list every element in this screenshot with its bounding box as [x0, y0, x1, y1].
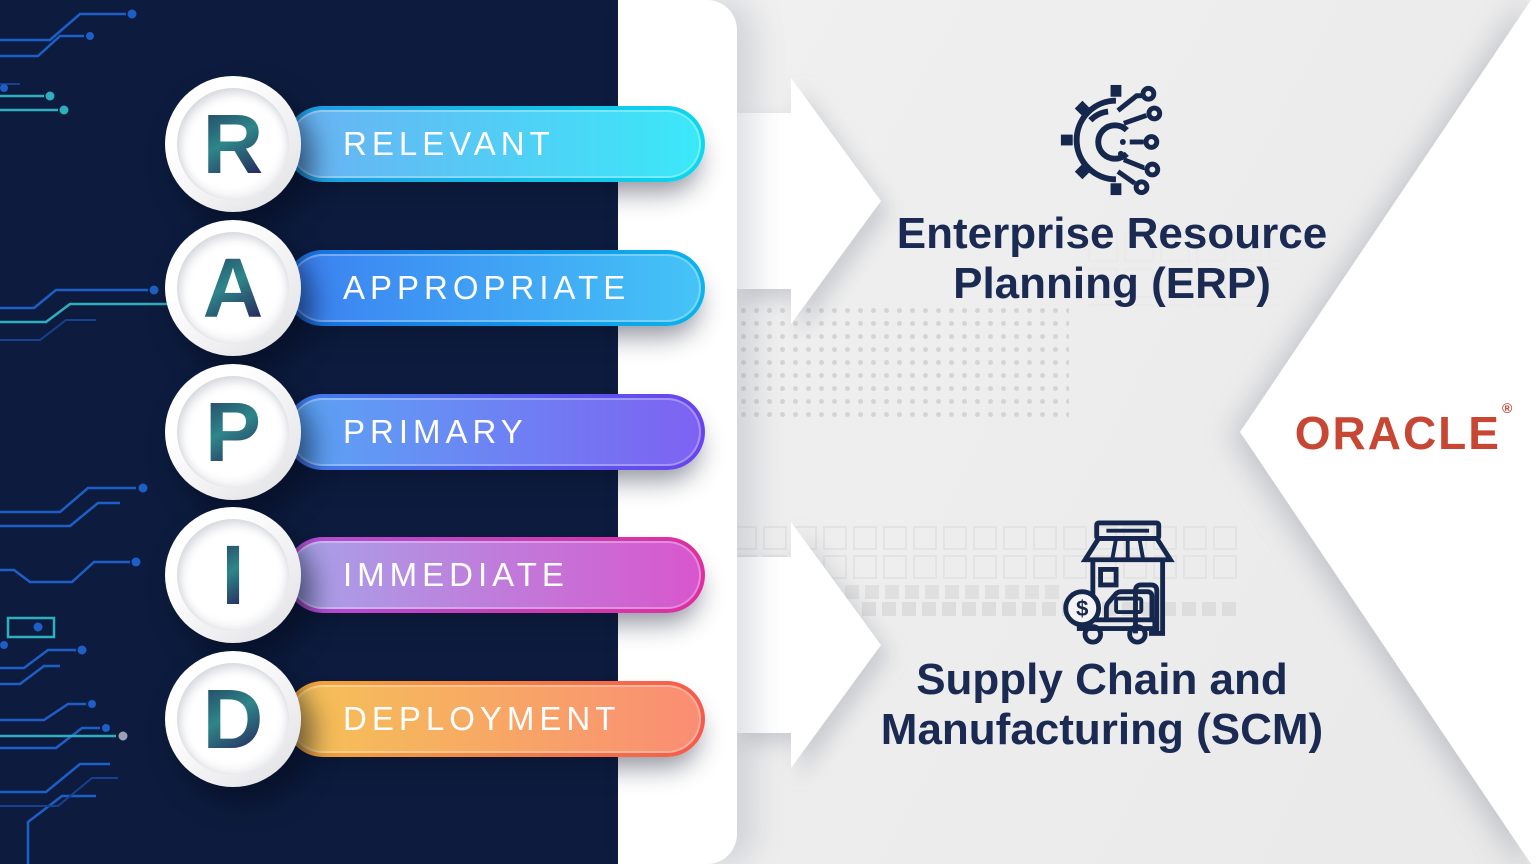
- label-pill: RELEVANT: [285, 106, 705, 182]
- flow-arrow-scm: [733, 522, 881, 768]
- rapid-row-appropriate: APPROPRIATE A: [165, 220, 725, 356]
- label-pill: APPROPRIATE: [285, 250, 705, 326]
- badge-letter: I: [221, 528, 245, 622]
- pill-label: RELEVANT: [343, 125, 555, 162]
- square-strip-1: [845, 585, 1061, 599]
- square-strip-2: [862, 602, 1240, 616]
- erp-title-line1: Enterprise Resource: [896, 209, 1328, 258]
- oracle-logo: ORACLE®: [1283, 400, 1523, 460]
- letter-badge: P: [165, 364, 301, 500]
- circuit-pattern-icon: [0, 9, 197, 864]
- dot-grid-pattern: [737, 304, 1069, 420]
- letter-badge: D: [165, 651, 301, 787]
- faint-square-grid: [1088, 232, 1280, 308]
- letter-badge: A: [165, 220, 301, 356]
- erp-title-line2: Planning (ERP): [953, 258, 1271, 308]
- scm-title-line2: Manufacturing (SCM): [880, 704, 1324, 754]
- erp-title: Enterprise Resource Planning (ERP): [852, 209, 1372, 308]
- flow-arrow-erp: [733, 78, 881, 324]
- dollar-glyph: $: [1076, 596, 1089, 621]
- store-truck-icon: $: [1063, 520, 1175, 645]
- label-pill: IMMEDIATE: [285, 537, 705, 613]
- rapid-row-relevant: RELEVANT R: [165, 76, 725, 212]
- scm-title: Supply Chain and Manufacturing (SCM): [842, 655, 1362, 754]
- badge-letter: A: [202, 241, 264, 335]
- rapid-row-primary: PRIMARY P: [165, 364, 725, 500]
- rapid-row-deployment: DEPLOYMENT D: [165, 651, 725, 787]
- registered-mark: ®: [1501, 399, 1513, 416]
- pill-label: APPROPRIATE: [343, 269, 631, 306]
- oracle-wordmark: ORACLE: [1294, 407, 1501, 459]
- letter-badge: R: [165, 76, 301, 212]
- badge-letter: D: [202, 672, 264, 766]
- badge-letter: R: [202, 97, 264, 191]
- badge-letter: P: [204, 385, 262, 479]
- gear-circuit-icon: [1060, 84, 1163, 196]
- letter-badge: I: [165, 507, 301, 643]
- pill-label: DEPLOYMENT: [343, 700, 621, 737]
- label-pill: DEPLOYMENT: [285, 681, 705, 757]
- pill-label: IMMEDIATE: [343, 556, 569, 593]
- pill-label: PRIMARY: [343, 413, 528, 450]
- scm-title-line1: Supply Chain and: [916, 655, 1288, 704]
- rapid-row-immediate: IMMEDIATE I: [165, 507, 725, 643]
- label-pill: PRIMARY: [285, 394, 705, 470]
